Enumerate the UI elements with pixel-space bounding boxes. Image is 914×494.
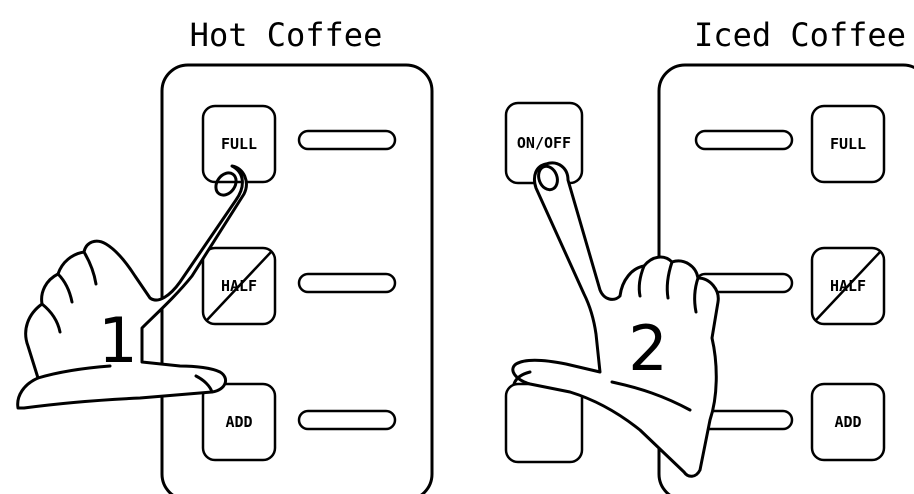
hand-1-crease-b: [56, 272, 74, 304]
step-2-number: 2: [628, 312, 667, 385]
hot-add-indicator: [297, 409, 397, 431]
hot-full-label: FULL: [221, 135, 257, 153]
hand-2-crease-c: [693, 276, 700, 314]
hot-full-indicator: [297, 129, 397, 151]
hot-coffee-title: Hot Coffee: [190, 16, 383, 54]
hand-2-palm-line: [610, 380, 692, 412]
hand-1-crease-c: [40, 302, 62, 334]
iced-full-indicator: [694, 129, 794, 151]
hot-half-button[interactable]: HALF: [201, 246, 277, 326]
hot-coffee-panel: FULL HALF ADD: [160, 63, 434, 494]
step-1-number: 1: [98, 304, 137, 377]
hot-add-label: ADD: [225, 413, 252, 431]
hand-2-thumbnail: [512, 370, 532, 386]
blank-lower-button[interactable]: [504, 382, 584, 464]
hand-1-fingernail: [214, 171, 238, 197]
iced-half-cross-line: [815, 251, 881, 321]
iced-half-button[interactable]: HALF: [810, 246, 886, 326]
hand-2-crease-a: [637, 264, 646, 298]
iced-add-label: ADD: [834, 413, 861, 431]
hand-1-crease-a: [82, 250, 98, 286]
iced-full-label: FULL: [830, 135, 866, 153]
hand-2-icon: [511, 161, 720, 478]
iced-full-button[interactable]: FULL: [810, 104, 886, 184]
iced-add-button[interactable]: ADD: [810, 382, 886, 462]
hand-2-fingernail: [537, 164, 559, 192]
hand-1-palm-line: [36, 364, 112, 380]
hot-add-button[interactable]: ADD: [201, 382, 277, 462]
hot-full-button[interactable]: FULL: [201, 104, 277, 184]
iced-coffee-title: Iced Coffee: [694, 16, 906, 54]
hand-1-icon: [16, 164, 248, 410]
on-off-label: ON/OFF: [517, 134, 571, 152]
iced-coffee-panel: FULL HALF ADD: [657, 63, 914, 494]
hot-half-indicator: [297, 272, 397, 294]
hot-half-cross-line: [206, 251, 272, 321]
hand-1-thumbnail: [194, 374, 214, 394]
hand-2-crease-b: [665, 260, 674, 300]
hand-1-shape: [16, 164, 248, 410]
